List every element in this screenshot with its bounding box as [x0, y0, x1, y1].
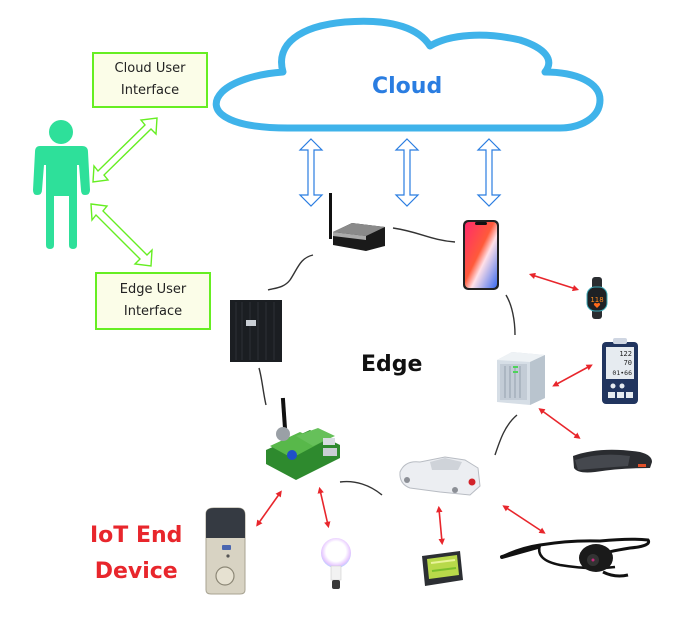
cloud-link-arrows	[298, 138, 502, 207]
cloud-link-arrow	[476, 138, 502, 207]
edge-ui-line1: Edge User	[119, 282, 187, 297]
watch-reading: 118	[590, 296, 603, 304]
gps-navigator-icon	[422, 551, 463, 586]
camera-icon	[500, 537, 651, 578]
blood-pressure-monitor-icon: 122 70 01•66	[602, 338, 638, 404]
edge-label: Edge	[361, 352, 423, 377]
edge-link	[494, 414, 518, 456]
car-icon	[399, 456, 481, 496]
cabinet-icon	[230, 300, 282, 362]
cloud-ui-line1: Cloud User	[114, 61, 186, 76]
phone-watch-arrow	[528, 272, 580, 292]
edge-link	[339, 480, 383, 496]
cloud-link-arrow	[298, 138, 324, 207]
server-icon	[497, 352, 545, 405]
user-to-edge-ui-arrow	[90, 203, 153, 267]
car-gps-arrow	[436, 505, 445, 546]
board-bulb-arrow	[317, 486, 331, 529]
bp-reading-diastolic: 70	[624, 359, 632, 367]
smart-bulb-icon	[321, 538, 351, 589]
cloud-shape	[212, 17, 604, 132]
cloud-label: Cloud	[372, 74, 443, 99]
cloud-link-arrow	[394, 138, 420, 207]
edge-links	[258, 227, 518, 496]
edge-link	[258, 367, 267, 406]
edge-link	[505, 294, 516, 336]
iot-label-line2: Device	[94, 559, 178, 584]
board-lock-arrow	[256, 490, 282, 527]
server-bp-arrow	[552, 364, 593, 387]
edge-link	[392, 227, 456, 243]
iot-end-device-label: IoT End Device	[90, 518, 182, 590]
bp-reading-pulse: 01•66	[612, 369, 632, 377]
cloud-ui-line2: Interface	[120, 83, 180, 98]
smart-lock-icon	[205, 507, 246, 595]
iot-label-line1: IoT End	[90, 523, 183, 548]
bp-reading-systolic: 122	[619, 350, 632, 358]
router-icon	[329, 193, 385, 251]
smartphone-icon	[463, 220, 499, 290]
smartwatch-icon: 118	[586, 277, 608, 319]
server-headset-arrow	[538, 408, 581, 439]
user-to-cloud-ui-arrow	[92, 117, 158, 183]
circuit-board-icon	[266, 397, 340, 480]
car-camera-arrow	[502, 505, 546, 534]
ar-headset-icon	[573, 449, 652, 473]
cloud-user-interface-box: Cloud User Interface	[92, 52, 208, 108]
edge-user-interface-box: Edge User Interface	[95, 272, 211, 330]
edge-link	[267, 254, 314, 291]
person-icon	[33, 120, 90, 249]
edge-ui-line2: Interface	[123, 304, 183, 319]
